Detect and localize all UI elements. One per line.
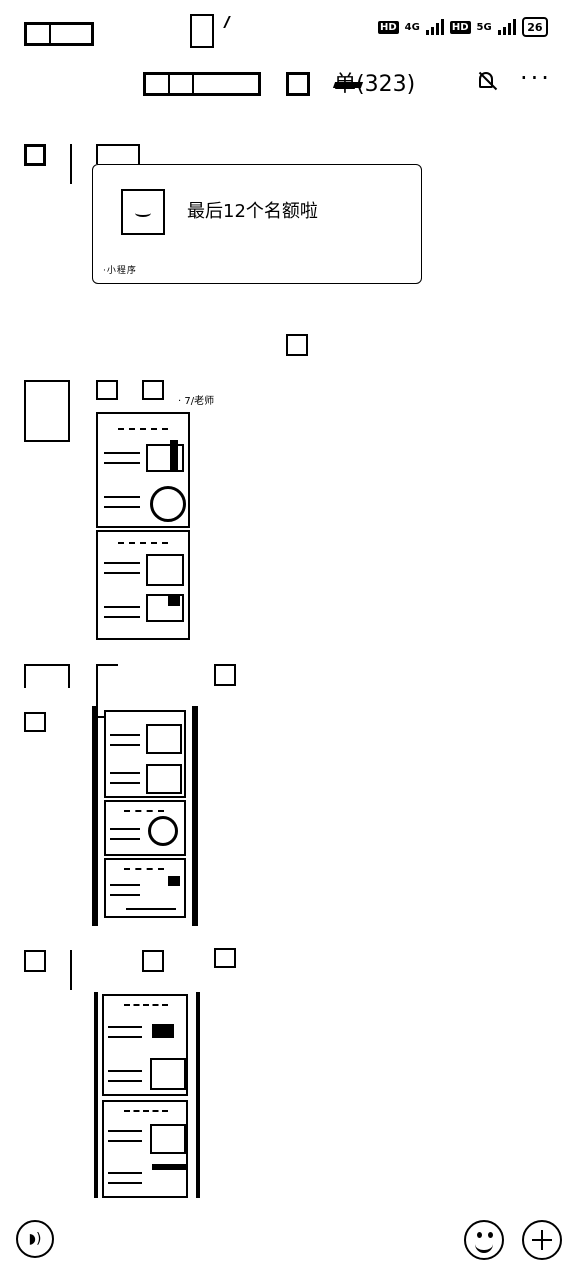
avatar[interactable] <box>24 950 46 972</box>
title-icon <box>286 72 310 96</box>
card-thumbnail <box>121 189 165 235</box>
back-and-title-blocks[interactable] <box>143 72 261 96</box>
document-page <box>104 858 186 918</box>
hd-badge: HD <box>378 20 399 34</box>
card-title: 最后12个名额啦 <box>187 201 318 222</box>
network-4g-label: 4G <box>404 21 420 33</box>
sender-name-box <box>96 144 140 164</box>
hd-badge-2: HD <box>449 20 471 34</box>
signal-icon <box>425 19 444 35</box>
battery-indicator: 26 <box>521 17 548 37</box>
avatar-edge <box>56 950 72 990</box>
voice-icon[interactable]: ◗) <box>16 1220 54 1258</box>
avatar-edge <box>56 144 72 184</box>
chat-header: 单(323) ··· <box>0 64 576 104</box>
document-page <box>102 1100 188 1198</box>
document-page <box>96 412 190 528</box>
notification-icon <box>190 14 214 48</box>
sender-name-box <box>142 950 164 972</box>
image-message[interactable] <box>92 706 198 926</box>
sender-name-box-2 <box>142 380 164 400</box>
plus-icon[interactable] <box>522 1220 562 1260</box>
emoji-icon[interactable] <box>464 1220 504 1260</box>
image-message[interactable] <box>94 992 200 1198</box>
sender-suffix: · 7/老师 <box>178 396 215 407</box>
clock <box>24 22 94 46</box>
avatar-2 <box>24 712 46 732</box>
network-5g-label: 5G <box>476 21 492 33</box>
chat-title: 单(323) <box>334 72 416 97</box>
image-message[interactable] <box>96 412 192 640</box>
document-page <box>104 710 186 798</box>
avatar[interactable] <box>24 664 70 688</box>
mini-program-card[interactable]: 最后12个名额啦 ·小程序 <box>92 164 422 284</box>
more-options-icon[interactable]: ··· <box>520 64 552 92</box>
status-icons: HD 4G HD 5G 26 <box>378 14 548 40</box>
status-bar: HD 4G HD 5G 26 <box>0 0 576 64</box>
sender-name-box-2 <box>214 948 236 968</box>
document-page <box>102 994 188 1096</box>
sender-name-box <box>96 380 118 400</box>
signal-icon-2 <box>497 19 516 35</box>
document-page <box>96 530 190 640</box>
system-notice-icon <box>286 334 308 356</box>
card-source: ·小程序 <box>103 266 137 276</box>
avatar[interactable] <box>24 144 46 166</box>
bell-muted-icon <box>476 70 498 94</box>
avatar[interactable] <box>24 380 70 442</box>
document-page <box>104 800 186 856</box>
sender-name-box-2 <box>214 664 236 686</box>
